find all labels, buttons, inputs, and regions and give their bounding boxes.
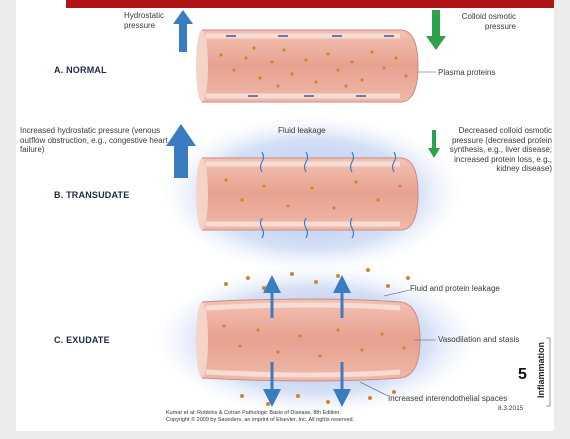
decreased-colloid-label: Decreased colloid osmotic pressure (decr… [442,126,552,174]
section-c-label: C. EXUDATE [54,335,110,345]
vasodilation-label: Vasodilation and stasis [438,335,542,345]
section-tag: Inflammation [536,342,546,398]
citation: Kumar et al: Robbins & Cotran Pathologic… [166,410,456,424]
slide-number: 5 [518,366,527,384]
fluid-protein-leakage-label: Fluid and protein leakage [410,284,530,294]
section-b-label: B. TRANSUDATE [54,190,129,200]
interendothelial-label: Increased interendothelial spaces [388,394,528,404]
increased-hydrostatic-label: Increased hydrostatic pressure (venous o… [20,126,170,155]
colloid-label: Colloid osmotic pressure [430,12,516,31]
slide: Hydrostatic pressure Colloid osmotic pre… [16,0,554,431]
vessel-normal [196,30,418,102]
citation-line-1: Kumar et al: Robbins & Cotran Pathologic… [166,410,456,417]
hydrostatic-label: Hydrostatic pressure [124,11,184,30]
citation-line-2: Copyright © 2009 by Saunders, an imprint… [166,417,456,424]
section-a-label: A. NORMAL [54,65,107,75]
fluid-leakage-label: Fluid leakage [278,126,368,136]
slide-date: 8.3.2015 [498,404,523,414]
vessel-transudate [162,116,462,272]
plasma-proteins-label: Plasma proteins [438,68,528,78]
